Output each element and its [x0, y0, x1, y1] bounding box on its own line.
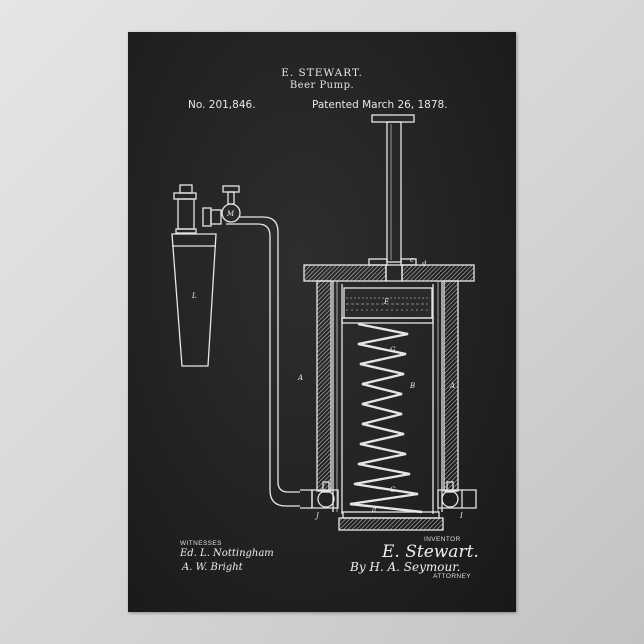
- label-F: F: [383, 298, 390, 306]
- label-J: J: [314, 512, 320, 520]
- inventor-name-heading: E. STEWART.: [281, 67, 363, 79]
- invention-title: Beer Pump.: [289, 80, 355, 91]
- right-valve: [437, 481, 477, 509]
- label-d: d: [422, 260, 427, 268]
- plunger-handle: [371, 114, 415, 263]
- cylinder-base: [338, 511, 444, 531]
- label-A-right: A: [449, 382, 455, 390]
- attorney-label: ATTORNEY: [433, 573, 471, 580]
- attorney-signature: By H. A. Seymour.: [350, 560, 461, 574]
- patent-number: No. 201,846.: [188, 99, 256, 111]
- witness-signature-2: A. W. Bright: [182, 562, 243, 573]
- inventor-label: INVENTOR: [424, 536, 461, 543]
- label-B: B: [409, 382, 415, 390]
- label-M: M: [226, 210, 235, 218]
- label-G-upper: G: [390, 346, 396, 354]
- inventor-signature: E. Stewart.: [382, 542, 479, 562]
- outer-casing: [316, 280, 459, 512]
- faucet-valve: [202, 185, 241, 227]
- patent-drawing: L M F G G B A A c d a J I: [171, 114, 477, 531]
- piston: [341, 287, 434, 324]
- patent-poster: E. STEWART. Beer Pump. No. 201,846. Pate…: [128, 32, 516, 612]
- label-G-lower: G: [390, 486, 396, 494]
- spring: [349, 322, 423, 514]
- cylinder-top-flange: [303, 258, 475, 282]
- label-A-left: A: [297, 374, 303, 382]
- witness-signature-1: Ed. L. Nottingham: [180, 548, 274, 559]
- patent-date: Patented March 26, 1878.: [312, 99, 448, 111]
- label-a: a: [372, 506, 376, 514]
- connecting-pipe: [226, 216, 300, 507]
- label-L: L: [191, 292, 197, 300]
- label-c: c: [410, 256, 414, 264]
- vessel: [171, 233, 217, 367]
- vessel-connector: [173, 184, 197, 234]
- label-I: I: [459, 512, 463, 520]
- left-valve: [300, 481, 339, 509]
- witnesses-label: WITNESSES: [180, 540, 222, 547]
